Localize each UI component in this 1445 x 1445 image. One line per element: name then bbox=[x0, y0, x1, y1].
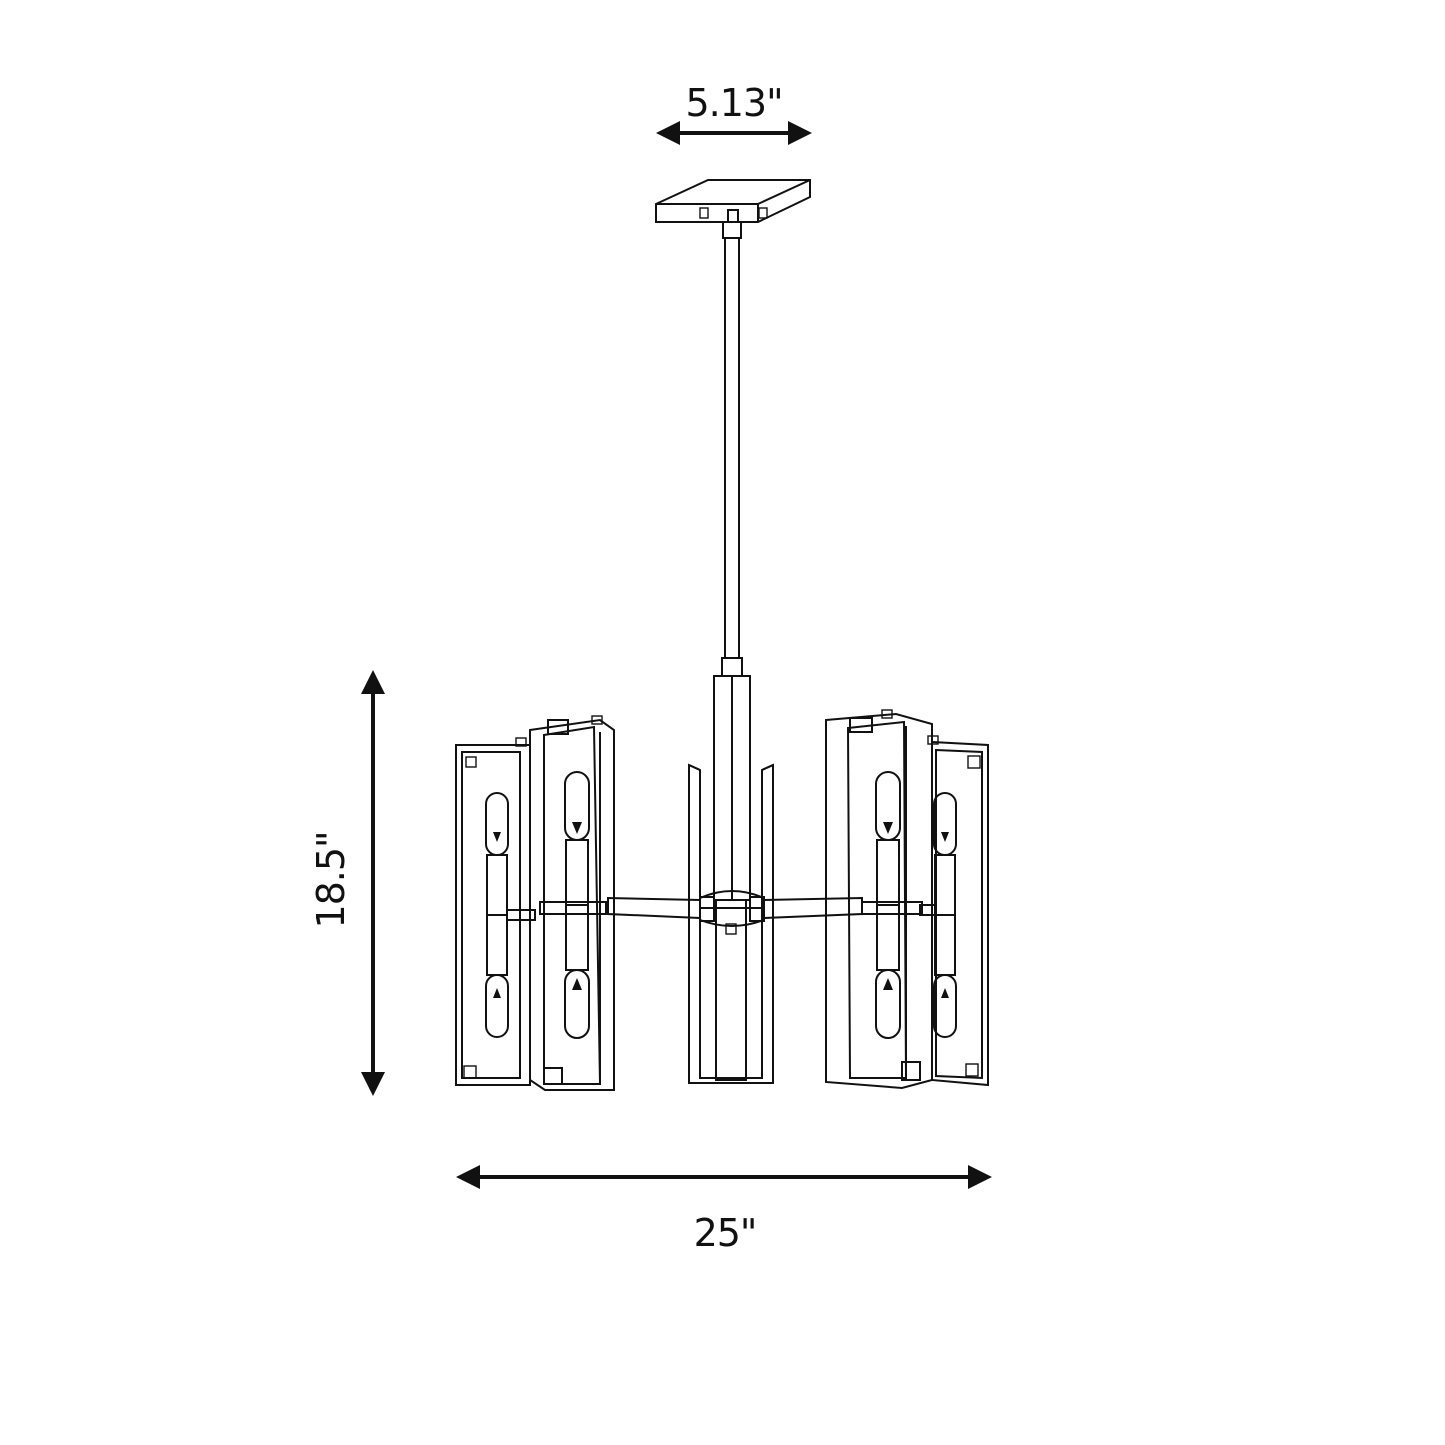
height-dimension: 18.5" bbox=[309, 670, 385, 1096]
right-outer-panel bbox=[919, 735, 989, 1087]
width-dimension: 25" bbox=[456, 1165, 992, 1255]
canopy-width-dimension: 5.13" bbox=[656, 81, 812, 145]
stem bbox=[721, 221, 743, 677]
canopy bbox=[655, 179, 811, 223]
width-label: 25" bbox=[694, 1211, 757, 1255]
left-outer-panel bbox=[455, 737, 536, 1086]
canopy-width-label: 5.13" bbox=[685, 81, 782, 125]
chandelier-drawing bbox=[455, 179, 989, 1091]
height-label: 18.5" bbox=[309, 831, 353, 928]
hub-and-arms bbox=[607, 890, 863, 927]
center-column bbox=[688, 675, 774, 1084]
left-inner-panel bbox=[529, 715, 615, 1091]
